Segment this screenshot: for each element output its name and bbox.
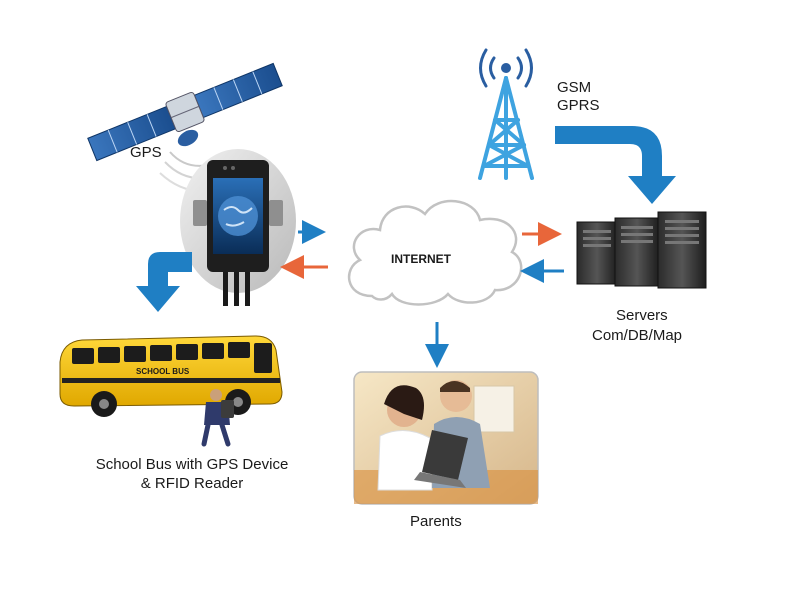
parents-photo [353, 371, 539, 505]
arrow-tower-to-servers [555, 126, 676, 204]
gprs-label: GPRS [557, 97, 600, 114]
gps-device-icon [180, 149, 296, 306]
school-bus-caption-line1: School Bus with GPS Device [95, 456, 289, 473]
server-rack-icon [576, 211, 707, 289]
bus-side-text: SCHOOL BUS [136, 367, 190, 376]
servers-sub-label: Com/DB/Map [592, 327, 682, 344]
tower-top-icon [501, 63, 511, 73]
student-icon [201, 389, 234, 447]
gsm-label: GSM [557, 79, 591, 96]
satellite-icon [87, 62, 283, 193]
cell-tower-icon [478, 48, 534, 180]
school-bus-caption-line2: & RFID Reader [140, 475, 244, 492]
cloud-icon [347, 199, 523, 306]
servers-label: Servers [616, 307, 668, 324]
school-bus-icon [59, 335, 283, 417]
internet-label: INTERNET [391, 252, 452, 266]
arrow-device-to-bus [136, 252, 192, 312]
parents-label: Parents [410, 513, 462, 530]
school-bus-caption: School Bus with GPS Device & RFID Reader [62, 455, 322, 493]
gps-label: GPS [130, 144, 162, 161]
